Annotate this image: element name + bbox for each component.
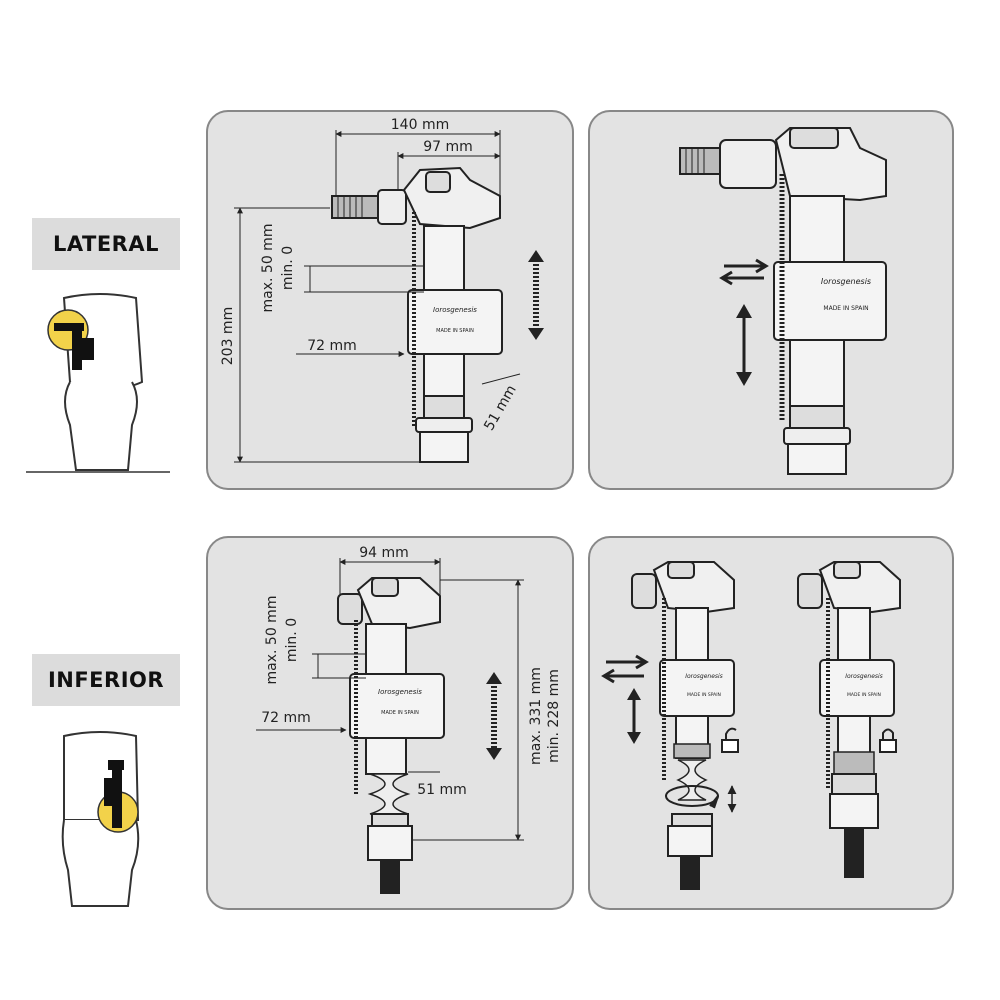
lock-closed-icon bbox=[879, 728, 897, 753]
dimension-lines-lateral bbox=[234, 130, 521, 463]
toilet-inferior-icon bbox=[61, 731, 140, 907]
dim-min0-inferior: min. 0 bbox=[284, 618, 300, 662]
dim-max50-inferior: max. 50 mm bbox=[264, 596, 280, 685]
rotate-icon bbox=[665, 785, 719, 809]
dim-94mm: 94 mm bbox=[359, 545, 409, 561]
valve-lateral-drawing: Iorosgenesis MADE IN SPAIN bbox=[331, 166, 503, 463]
brand-logo-locked: Iorosgenesis bbox=[845, 673, 883, 680]
dim-max331: max. 331 mm bbox=[528, 667, 544, 765]
brand-logo-inferior: Iorosgenesis bbox=[378, 688, 422, 696]
dim-min0: min. 0 bbox=[280, 246, 296, 290]
made-in-unlocked: MADE IN SPAIN bbox=[687, 692, 721, 698]
lock-open-icon bbox=[721, 727, 739, 753]
dim-140mm: 140 mm bbox=[391, 117, 449, 133]
dim-72mm-inferior: 72 mm bbox=[261, 710, 311, 726]
horizontal-swap-arrows-icon-2 bbox=[601, 654, 649, 684]
dim-min228: min. 228 mm bbox=[546, 669, 562, 763]
toilet-lateral-icon bbox=[26, 293, 170, 473]
double-arrow-icon bbox=[528, 250, 544, 340]
made-in-lateral: MADE IN SPAIN bbox=[436, 328, 474, 334]
brand-logo-lateral: Iorosgenesis bbox=[433, 306, 477, 314]
valve-lateral-adjust-drawing: Iorosgenesis MADE IN SPAIN bbox=[679, 127, 887, 475]
panel-lateral-dimensions bbox=[206, 110, 574, 490]
vertical-arrow-icon bbox=[736, 304, 752, 386]
made-in-lateral-2: MADE IN SPAIN bbox=[823, 305, 868, 312]
brand-logo-unlocked: Iorosgenesis bbox=[685, 673, 723, 680]
dim-51mm-inferior: 51 mm bbox=[417, 782, 467, 798]
section-label-lateral: LATERAL bbox=[32, 218, 180, 270]
dim-51mm: 51 mm bbox=[481, 383, 520, 434]
section-label-inferior: INFERIOR bbox=[32, 654, 180, 706]
made-in-locked: MADE IN SPAIN bbox=[847, 692, 881, 698]
dim-72mm: 72 mm bbox=[307, 338, 357, 354]
vertical-arrow-icon-2 bbox=[627, 688, 641, 744]
dim-max50: max. 50 mm bbox=[260, 224, 276, 313]
valve-inferior-locked-drawing: Iorosgenesis MADE IN SPAIN bbox=[797, 561, 901, 878]
dim-203mm: 203 mm bbox=[220, 307, 236, 365]
brand-logo-lateral-2: Iorosgenesis bbox=[821, 277, 871, 286]
valve-inferior-drawing: Iorosgenesis MADE IN SPAIN bbox=[337, 577, 445, 894]
made-in-inferior: MADE IN SPAIN bbox=[381, 710, 419, 716]
valve-inferior-unlocked-drawing: Iorosgenesis MADE IN SPAIN bbox=[631, 561, 735, 890]
double-arrow-icon-inferior bbox=[486, 672, 502, 760]
dim-97mm: 97 mm bbox=[423, 139, 473, 155]
horizontal-swap-arrows-icon bbox=[719, 258, 769, 286]
dimension-lines-inferior bbox=[256, 558, 524, 841]
